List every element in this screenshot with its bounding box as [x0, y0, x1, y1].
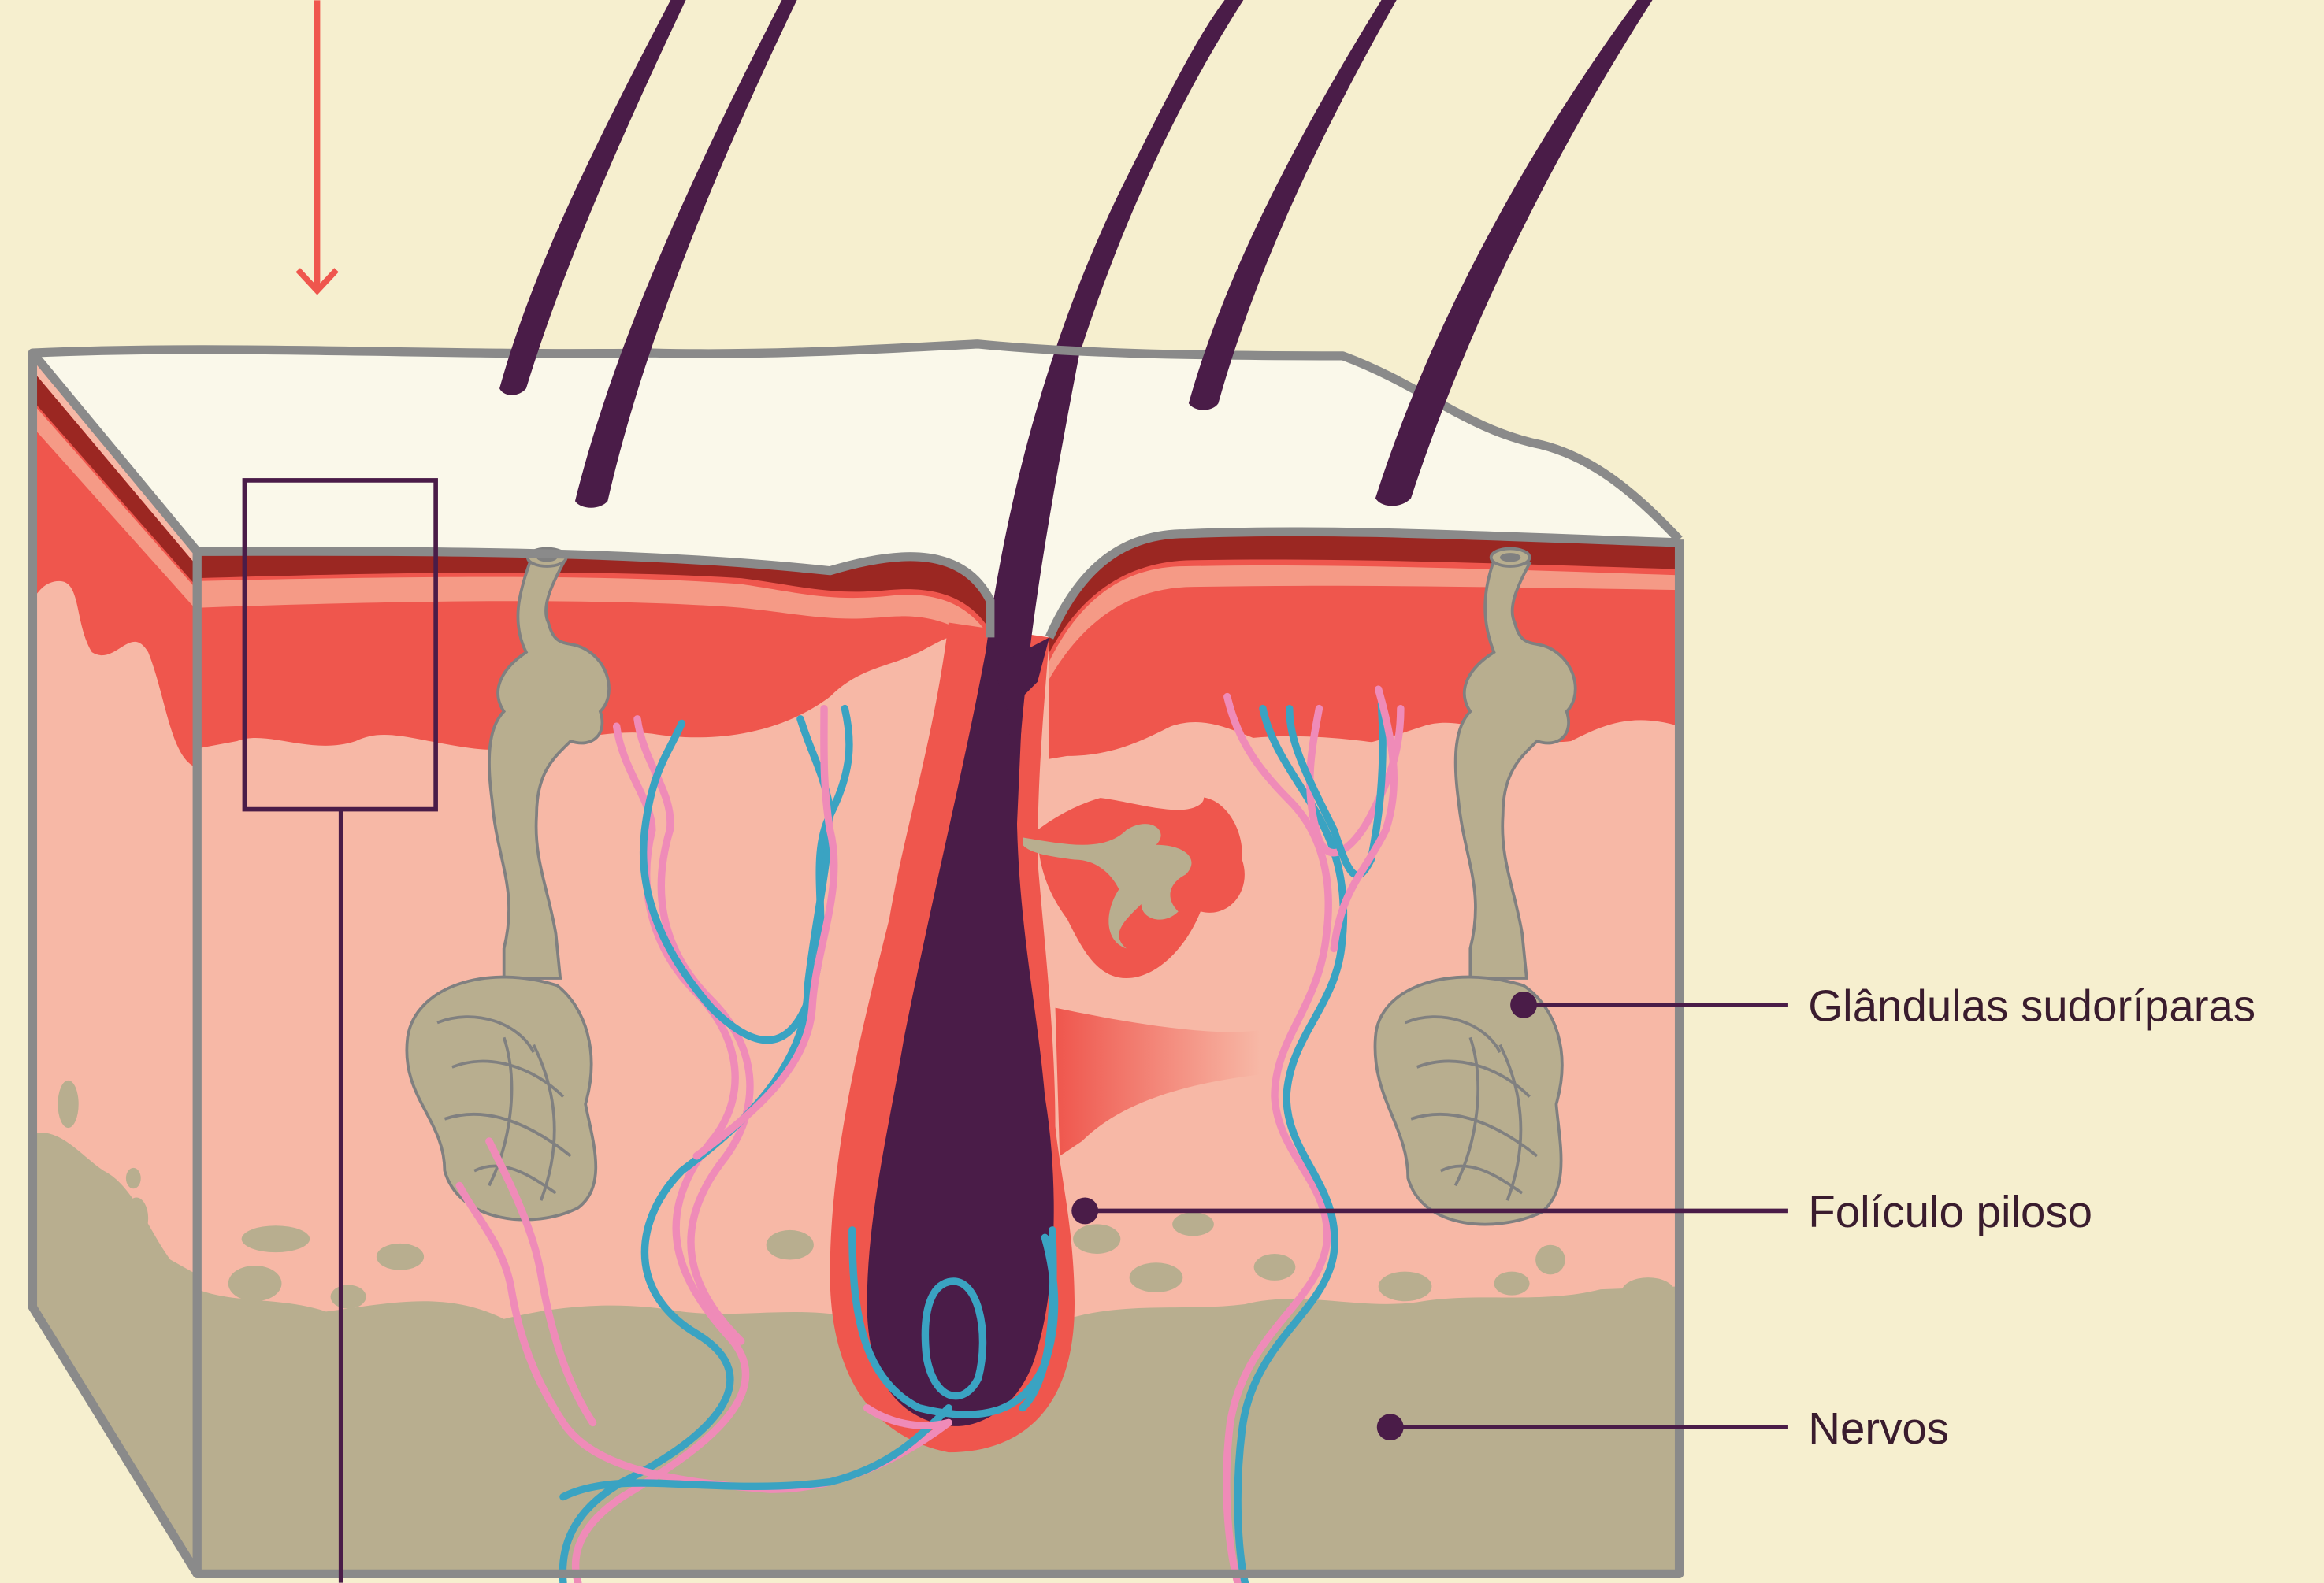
arrow-down-icon [298, 0, 336, 291]
block-left-face [32, 356, 197, 1574]
label-nerves: Nervos [1808, 1403, 1949, 1453]
label-sweat-glands: Glândulas sudoríparas [1808, 981, 2255, 1031]
label-hair-follicle: Folículo piloso [1808, 1187, 2092, 1236]
